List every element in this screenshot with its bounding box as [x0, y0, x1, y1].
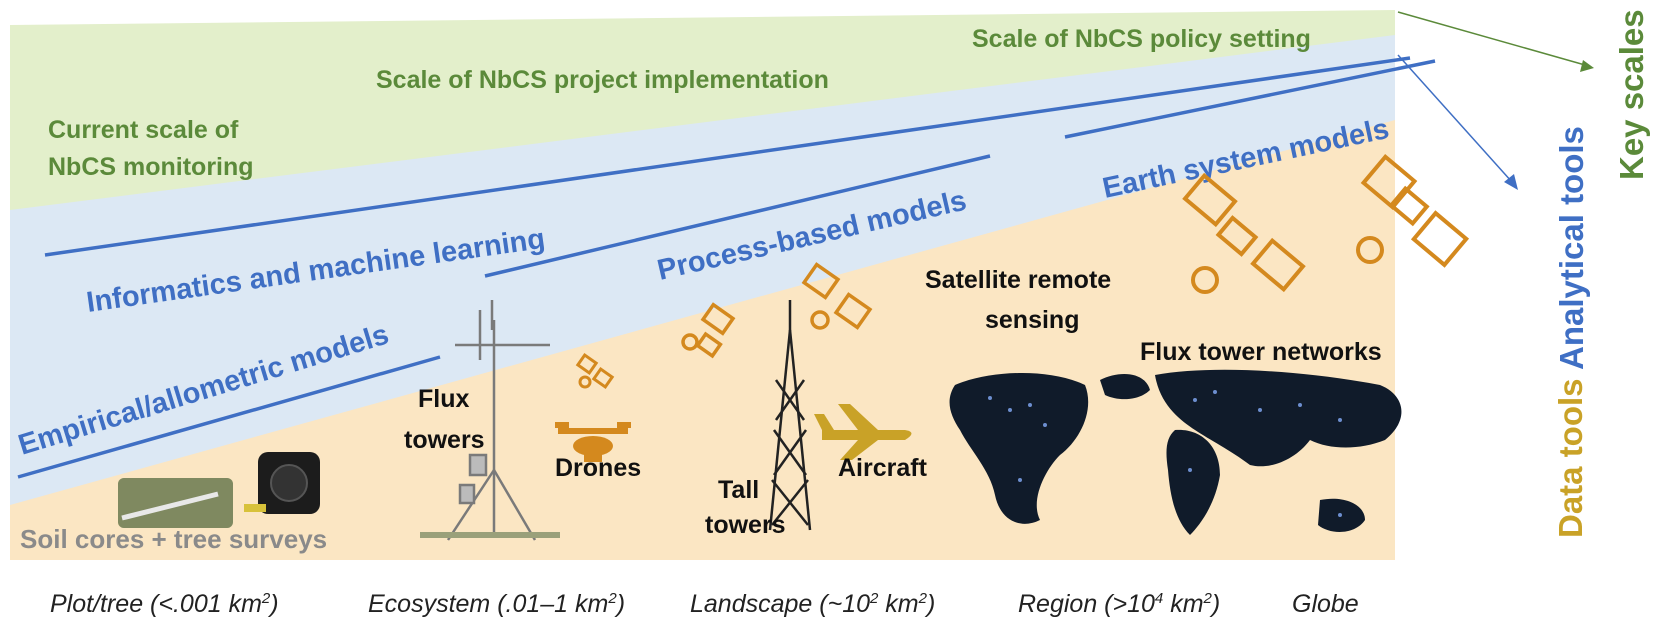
- informatics-line: [44, 56, 1411, 257]
- scale-landscape-label: Landscape (~102 km2): [690, 590, 935, 618]
- tall-towers-label-1: Tall: [718, 476, 759, 504]
- scale-region-label: Region (>104 km2): [1018, 590, 1220, 618]
- earth-line: [1064, 59, 1436, 139]
- aircraft-icon: [814, 404, 912, 460]
- satellite-icon-xlarge: [1356, 153, 1470, 268]
- tall-towers-label-2: towers: [705, 511, 786, 539]
- tape-measure-icon: [244, 452, 320, 514]
- monitoring-scale-label-1: Current scale of: [48, 116, 239, 144]
- data-tools-title: Data tools: [1552, 378, 1589, 538]
- world-map-icon: [949, 369, 1402, 535]
- analytical-arrow: [1397, 54, 1513, 183]
- satellite-icon-large: [1182, 172, 1306, 294]
- world-map-dots: [988, 390, 1342, 517]
- flux-towers-label-2: towers: [404, 426, 485, 454]
- flux-networks-label: Flux tower networks: [1140, 338, 1382, 366]
- satellite-label-1: Satellite remote: [925, 266, 1111, 294]
- key-scales-title: Key scales: [1613, 9, 1650, 180]
- scale-plot-label: Plot/tree (<.001 km2): [50, 590, 279, 618]
- satellite-label-2: sensing: [985, 306, 1079, 334]
- drone-icon: [555, 422, 631, 462]
- satellite-icon-small: [575, 352, 615, 390]
- policy-scale-label: Scale of NbCS policy setting: [972, 25, 1311, 53]
- flux-towers-label-1: Flux: [418, 385, 469, 413]
- implementation-scale-label: Scale of NbCS project implementation: [376, 66, 829, 94]
- flux-tower-icon: [420, 300, 560, 541]
- key-scales-arrowhead: [1580, 60, 1594, 72]
- tall-tower-icon: [768, 300, 812, 531]
- scale-globe-label: Globe: [1292, 590, 1359, 618]
- satellite-icon-medium-2: [801, 262, 873, 330]
- drones-label: Drones: [555, 454, 641, 482]
- analytical-tools-title: Analytical tools: [1553, 126, 1590, 370]
- key-scales-arrow: [1397, 11, 1586, 66]
- empirical-line: [17, 355, 441, 479]
- soil-surveys-label: Soil cores + tree surveys: [20, 524, 327, 554]
- process-line: [484, 154, 991, 278]
- analytical-arrowhead: [1504, 174, 1518, 190]
- soil-core-photo: [118, 478, 233, 528]
- side-arrows: [1397, 11, 1594, 190]
- scale-ecosystem-label: Ecosystem (.01–1 km2): [368, 590, 625, 618]
- aircraft-label: Aircraft: [838, 454, 928, 482]
- model-lines: [17, 56, 1436, 479]
- satellite-icon-medium: [681, 302, 736, 359]
- monitoring-scale-label-2: NbCS monitoring: [48, 153, 254, 181]
